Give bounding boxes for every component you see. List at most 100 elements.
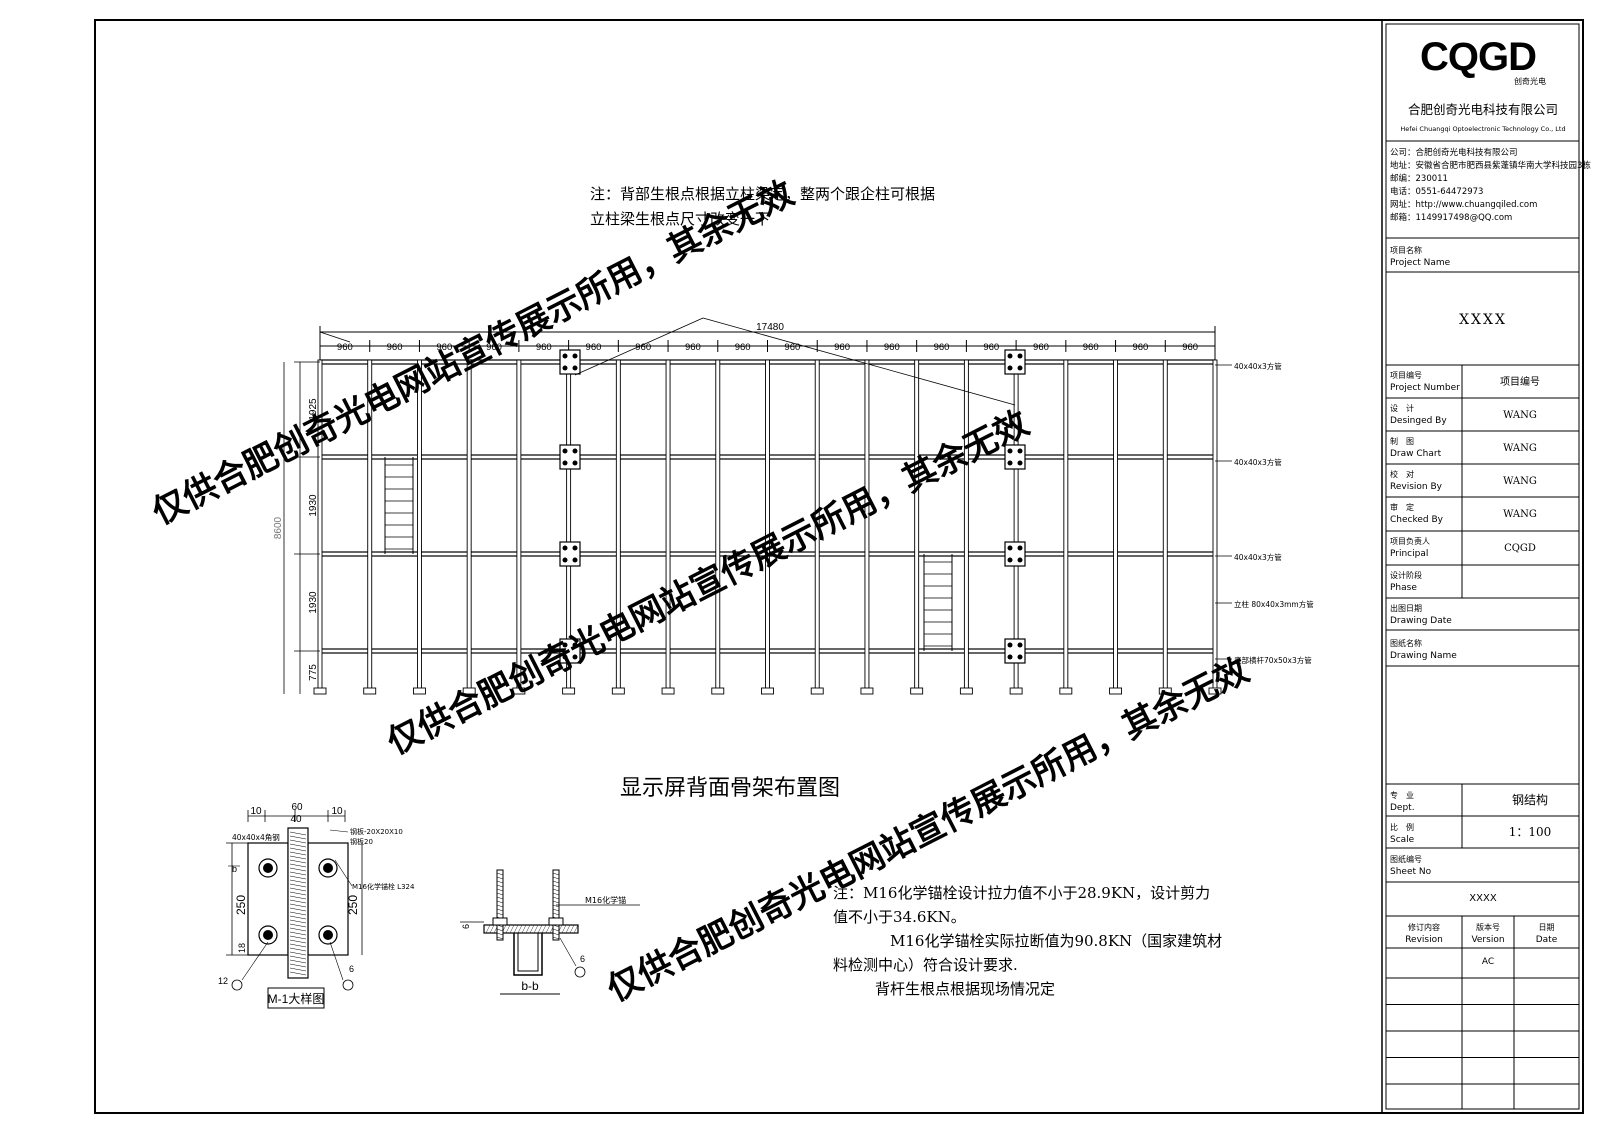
- height-dim-label: 775: [308, 664, 319, 681]
- scale-value: 1：100: [1509, 825, 1552, 839]
- height-dim-label: 1930: [308, 591, 319, 614]
- post-foot: [761, 687, 774, 695]
- m1-mark: [231, 979, 243, 991]
- post-foot: [810, 687, 824, 695]
- company-info: 公司：合肥创奇光电科技有限公司地址：安徽省合肥市肥西县紫蓬镇华南大学科技园3栋邮…: [1390, 147, 1591, 223]
- note-top-line-1: 注：背部生根点根据立柱梁定，整两个跟企柱可根据: [590, 185, 935, 203]
- callout-label: 40x40x3方管: [1234, 361, 1282, 371]
- vertical-post: [864, 359, 870, 693]
- post-foot: [1109, 687, 1123, 695]
- m1-hatch: [289, 943, 307, 948]
- revision-header-cn: 日期: [1539, 923, 1555, 932]
- logo-text: CQGD: [1420, 35, 1536, 79]
- vertical-post: [715, 359, 721, 693]
- scale-label-en: Scale: [1390, 835, 1415, 845]
- m1-hatch: [289, 903, 307, 908]
- revision-header-en: Revision: [1405, 935, 1443, 945]
- company-info-line: 电话：0551-64472973: [1390, 186, 1483, 197]
- m1-bolt-core: [263, 930, 273, 940]
- bolt: [562, 353, 568, 359]
- m1-dim: 40: [290, 814, 302, 825]
- vertical-post: [963, 359, 969, 693]
- bolt: [1007, 545, 1013, 551]
- m1-dim-18: 18: [237, 943, 247, 953]
- m1-hatch: [289, 855, 307, 860]
- bb-base-plate: [483, 924, 579, 934]
- title-row-label-cn: 设 计: [1390, 403, 1414, 413]
- post-foot: [1009, 687, 1023, 695]
- bolt: [1007, 557, 1013, 563]
- vertical-post: [416, 359, 422, 693]
- callout-label: 立柱 80x40x3mm方管: [1234, 599, 1314, 609]
- bay-dim-label: 960: [784, 342, 800, 353]
- title-row-label-cn: 设计阶段: [1390, 570, 1422, 580]
- post-foot: [412, 687, 426, 695]
- bolt: [572, 545, 578, 551]
- post-foot: [711, 687, 725, 695]
- bolt: [1007, 353, 1013, 359]
- bolt: [572, 448, 578, 454]
- m1-hatch: [289, 895, 307, 900]
- title-row-label-en: Desinged By: [1390, 416, 1447, 426]
- company-name-cn: 合肥创奇光电科技有限公司: [1408, 102, 1558, 117]
- title-row-label-cn: 制 图: [1390, 436, 1414, 446]
- bolt: [1017, 460, 1023, 466]
- bay-dim-label: 960: [834, 342, 850, 353]
- m1-hatch: [289, 835, 307, 840]
- leader-line: [702, 317, 1016, 406]
- m1-hatch: [289, 919, 307, 924]
- title-row-label-en: Revision By: [1390, 482, 1443, 492]
- m1-hatch: [289, 959, 307, 964]
- bay-dim-label: 960: [1033, 342, 1049, 353]
- post-foot: [462, 687, 476, 695]
- post-foot: [562, 687, 576, 695]
- m1-dim-250: 250: [234, 895, 248, 915]
- note-top-line-2: 立柱梁生根点尺寸改变一下: [590, 210, 770, 228]
- company-name-en: Hefei Chuangqi Optoelectronic Technology…: [1400, 125, 1565, 133]
- title-row-label-cn: 审 定: [1390, 502, 1414, 512]
- callout-label: 40x40x3方管: [1234, 552, 1282, 562]
- connection-plate: [559, 444, 581, 470]
- m1-hatch: [289, 931, 307, 936]
- m1-bolt-core: [263, 863, 273, 873]
- bolt: [562, 545, 568, 551]
- bay-dim-label: 960: [387, 342, 403, 353]
- m1-label: 钢板-20X20X10: [350, 827, 403, 836]
- project-name-label-en: Project Name: [1390, 258, 1451, 268]
- title-row-label-cn: 校 对: [1390, 469, 1414, 479]
- m1-dim-250-right: 250: [346, 895, 360, 915]
- company-info-line: 网址：http://www.chuangqiled.com: [1390, 199, 1537, 210]
- bb-nut: [548, 917, 564, 926]
- bolt: [1007, 365, 1013, 371]
- m1-hatch: [289, 859, 307, 864]
- m1-hatch: [289, 951, 307, 956]
- m1-dim: 60: [291, 802, 303, 813]
- bolt: [1017, 353, 1023, 359]
- post-foot: [611, 687, 625, 695]
- m1-bolt-core: [323, 863, 333, 873]
- m1-hatch: [289, 891, 307, 896]
- bolt: [562, 557, 568, 563]
- bb-mark: 6: [461, 924, 471, 929]
- vertical-post: [665, 359, 671, 693]
- m1-hatch: [289, 911, 307, 916]
- bolt: [562, 460, 568, 466]
- m1-hatch: [289, 839, 307, 844]
- title-row-label-en: Phase: [1390, 583, 1417, 593]
- bb-mark: 6: [580, 954, 585, 964]
- height-dim-label: 1925: [308, 398, 319, 421]
- company-info-line: 邮箱：1149917498@QQ.com: [1390, 212, 1512, 223]
- bolt: [1017, 448, 1023, 454]
- height-dim-label: 1930: [308, 494, 319, 517]
- sheet-label-en: Sheet No: [1390, 867, 1432, 877]
- callout-label: 40x40x3方管: [1234, 457, 1282, 467]
- m1-mark-label: 12: [218, 976, 228, 986]
- bolt: [572, 353, 578, 359]
- post-foot: [1059, 687, 1073, 695]
- m1-hatch: [289, 927, 307, 932]
- bolt: [562, 448, 568, 454]
- vertical-post: [765, 359, 770, 693]
